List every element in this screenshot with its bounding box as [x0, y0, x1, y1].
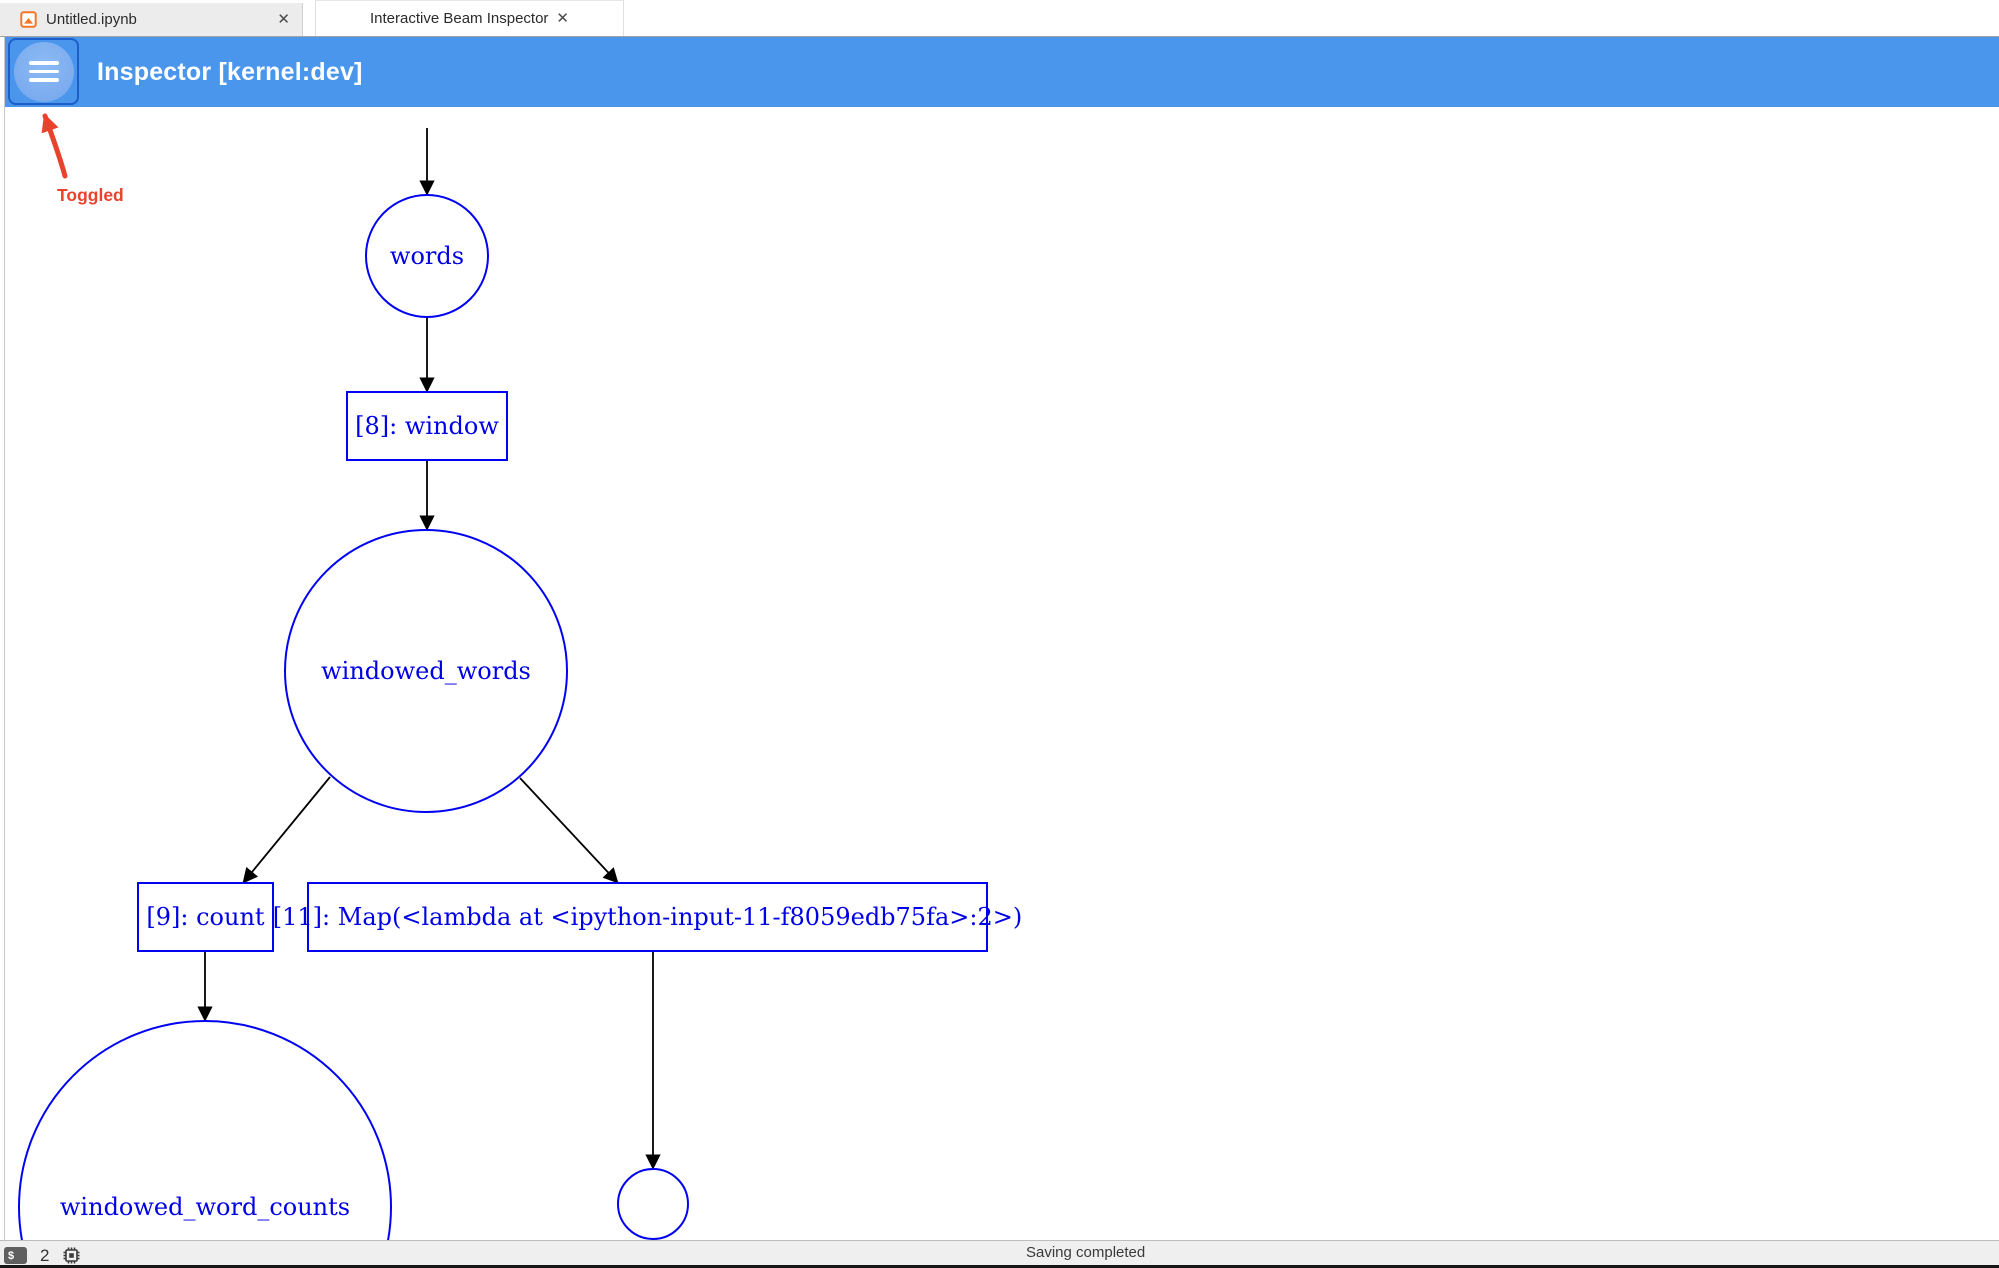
graph-node-window-transform[interactable]	[346, 391, 508, 461]
tab-bar: Untitled.ipynb ✕ Interactive Beam Inspec…	[0, 0, 1999, 37]
tab-interactive-beam-inspector[interactable]: Interactive Beam Inspector ✕	[315, 0, 624, 36]
graph-node-windowed-word-counts[interactable]	[18, 1020, 392, 1240]
hamburger-icon	[28, 61, 59, 82]
graph-node-count-transform[interactable]	[137, 882, 274, 952]
toggled-annotation: Toggled	[41, 113, 124, 205]
pipeline-graph-canvas: words [8]: window windowed_words [9]: count…	[18, 113, 1022, 1240]
graph-node-label: [9]: count	[146, 903, 265, 931]
graph-node-map-transform[interactable]	[307, 882, 988, 952]
panel-left-border	[4, 37, 5, 1240]
close-icon[interactable]: ✕	[277, 11, 290, 28]
annotation-arrow	[41, 113, 68, 179]
graph-node-label: windowed_word_counts	[60, 1193, 350, 1221]
graph-node-windowed-words[interactable]	[284, 529, 568, 813]
graph-edges	[197, 128, 661, 1170]
tab-label: Untitled.ipynb	[46, 11, 137, 28]
notebook-icon	[20, 11, 37, 28]
graph-node-words[interactable]	[365, 194, 489, 318]
page-title: Inspector [kernel:dev]	[97, 57, 363, 86]
session-count: 2	[40, 1245, 50, 1265]
annotation-label: Toggled	[57, 185, 124, 205]
graph-node-label: words	[390, 242, 464, 270]
menu-toggle-button[interactable]	[8, 38, 79, 105]
kernel-chip-icon[interactable]	[62, 1246, 81, 1265]
tab-untitled-notebook[interactable]: Untitled.ipynb ✕	[0, 3, 303, 36]
terminal-icon[interactable]: $	[4, 1247, 27, 1264]
graph-nodes: words [8]: window windowed_words [9]: count…	[18, 194, 1022, 1240]
status-message: Saving completed	[1026, 1244, 1146, 1261]
screen-bottom-edge	[0, 1265, 1999, 1268]
inspector-header: Inspector [kernel:dev]	[5, 37, 1999, 107]
graph-node-pcollection-unlabeled[interactable]	[617, 1168, 689, 1240]
tab-label: Interactive Beam Inspector	[370, 10, 549, 27]
graph-edge	[242, 776, 331, 884]
status-bar: $ 2 Saving completed	[0, 1240, 1999, 1268]
graph-node-label: windowed_words	[321, 657, 531, 685]
graph-node-label: [8]: window	[355, 412, 499, 440]
graph-edge	[519, 777, 619, 884]
close-icon[interactable]: ✕	[556, 10, 569, 27]
graph-node-label: [11]: Map(<lambda at <ipython-input-11-f…	[273, 903, 1022, 931]
running-sessions-indicator[interactable]: $ 2	[4, 1245, 81, 1266]
